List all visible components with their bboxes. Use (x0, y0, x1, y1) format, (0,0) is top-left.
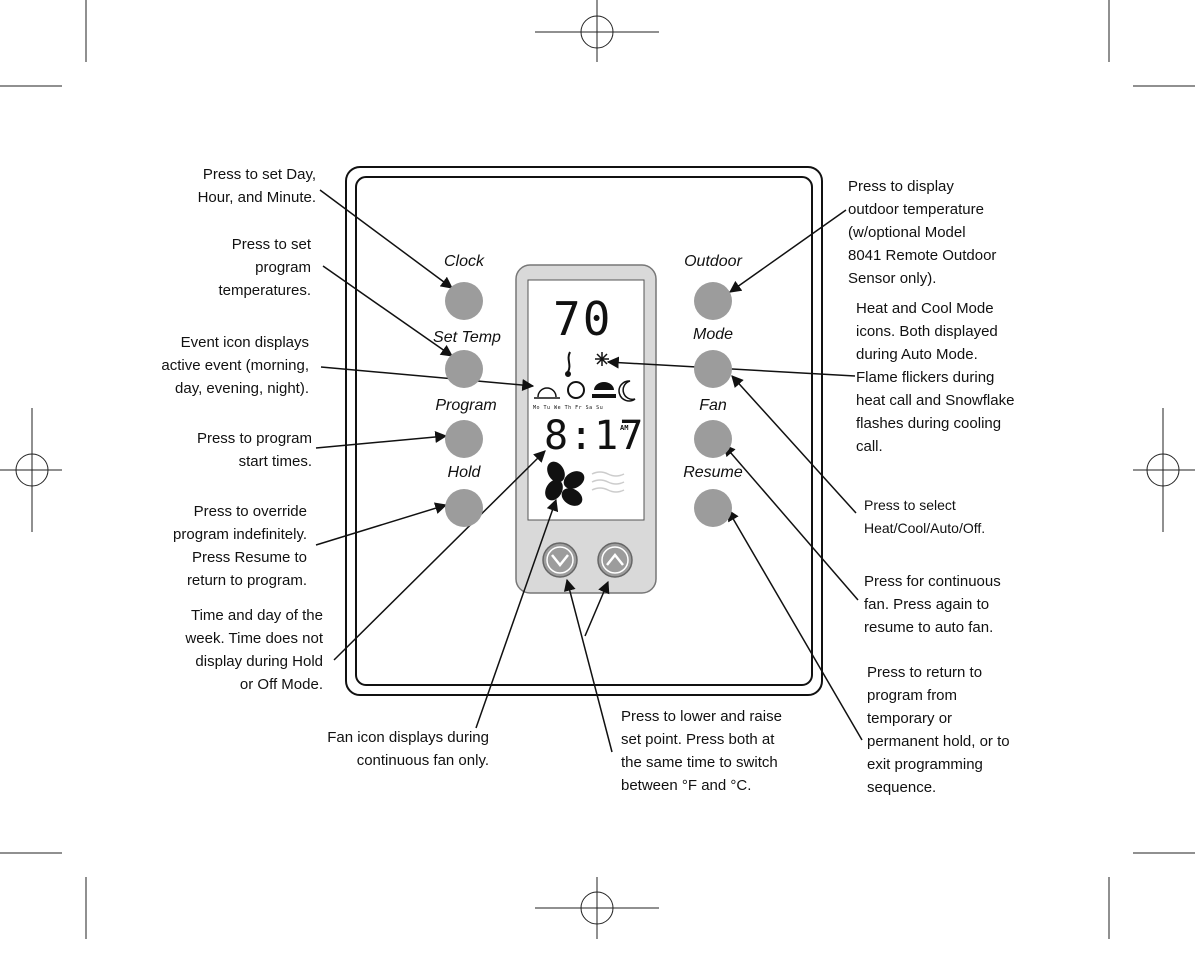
clock-button[interactable] (445, 282, 483, 320)
mode-label: Mode (692, 326, 734, 343)
hold-button[interactable] (445, 489, 483, 527)
fan-button[interactable] (694, 420, 732, 458)
set-temp-button[interactable] (445, 350, 483, 388)
fan-label: Fan (699, 397, 727, 414)
flame-icon (565, 351, 571, 377)
callout-clock: Press to set Day,Hour, and Minute. (197, 166, 316, 206)
snowflake-icon (595, 352, 609, 366)
airflow-lines (591, 471, 625, 493)
outdoor-button[interactable] (694, 282, 732, 320)
program-label: Program (435, 397, 497, 414)
down-arrow-button (542, 542, 578, 578)
setpoint-readout: 70 (553, 292, 613, 346)
evening-icon (592, 382, 616, 398)
set-temp-label: Set Temp (433, 329, 501, 346)
program-button[interactable] (445, 420, 483, 458)
mode-button[interactable] (694, 350, 732, 388)
time-readout: 8:17 (544, 413, 645, 459)
morning-icon (534, 387, 560, 399)
day-icon (567, 381, 585, 399)
up-arrow-button (597, 542, 633, 578)
day-of-week-row: Mo Tu We Th Fr Sa Su (533, 405, 604, 411)
ampm-indicator: AM (620, 424, 629, 432)
resume-button[interactable] (694, 489, 732, 527)
night-icon (618, 380, 636, 402)
resume-label: Resume (683, 464, 743, 481)
hold-label: Hold (447, 464, 481, 481)
outdoor-label: Outdoor (684, 253, 742, 270)
leader-lines (315, 189, 863, 753)
clock-label: Clock (443, 253, 484, 270)
fan-icon (545, 461, 585, 506)
